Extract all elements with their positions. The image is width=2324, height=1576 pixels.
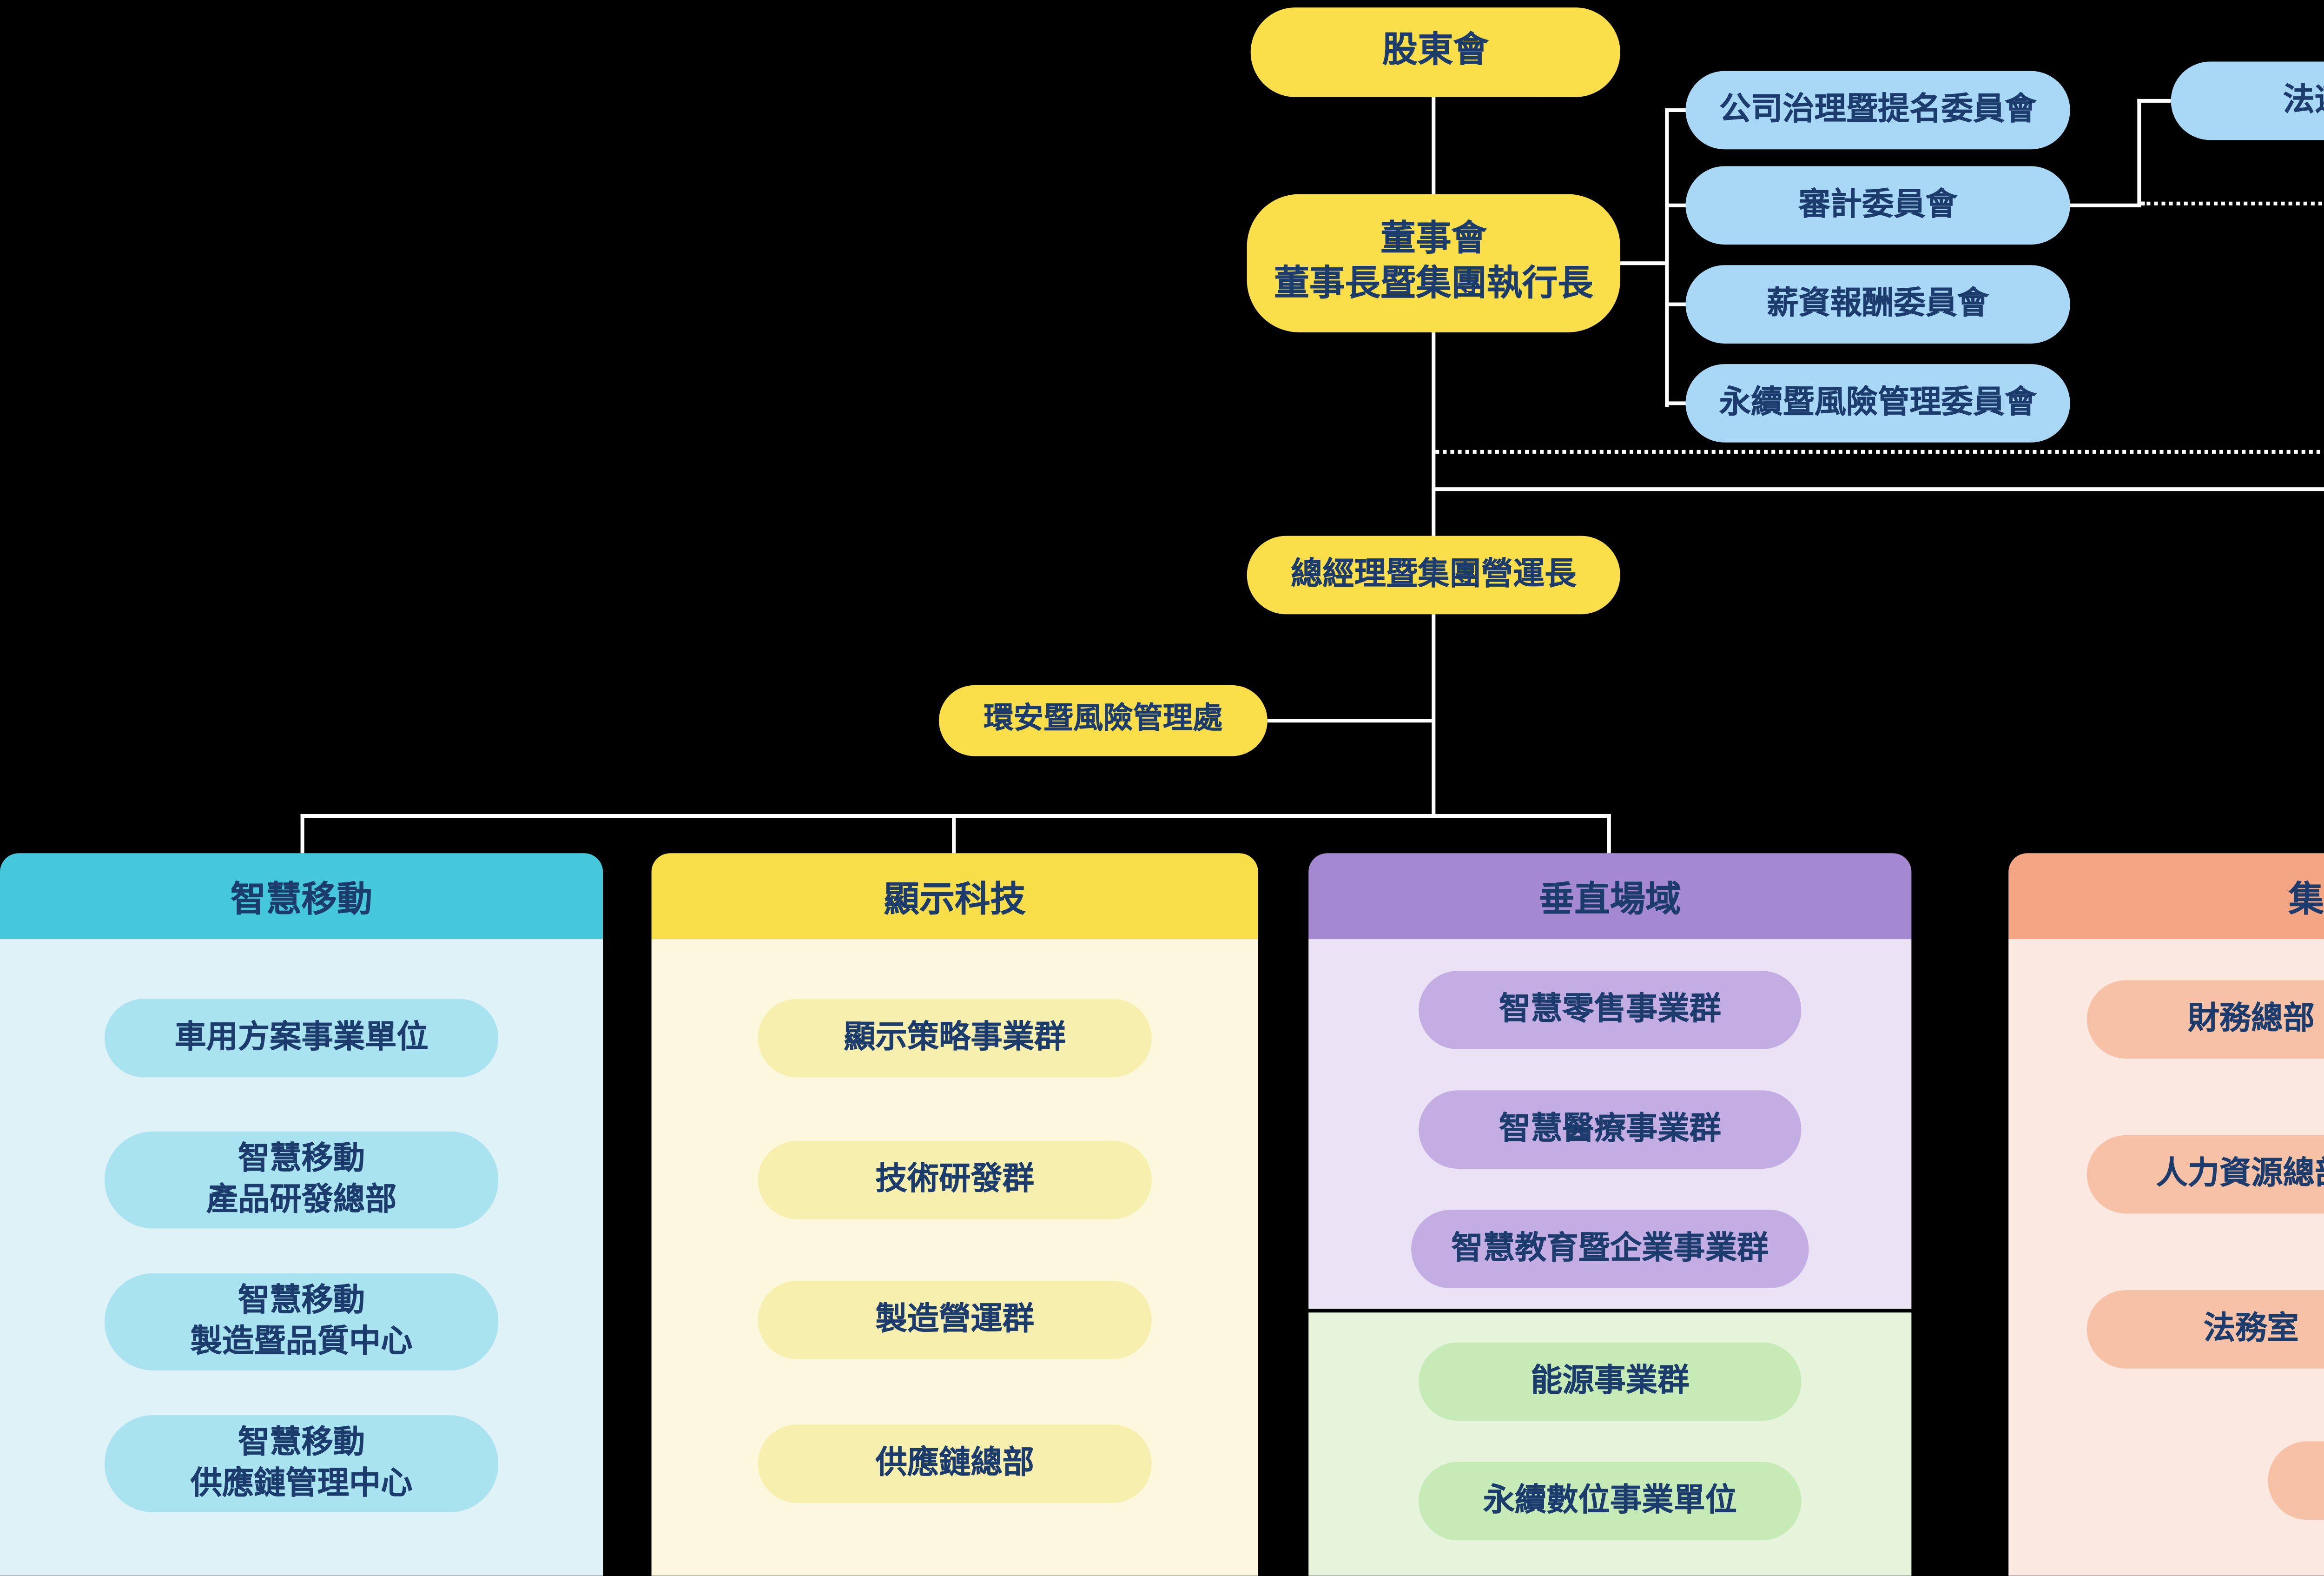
- unit-smart-retail-bg: 智慧零售事業群: [1419, 971, 1802, 1049]
- unit-tech-rnd-group: 技術研發群: [758, 1140, 1152, 1219]
- node-board-chairman: 董事會 董事長暨集團執行長: [1247, 194, 1620, 332]
- connector-committees-bracket: [1665, 108, 1669, 407]
- column-header-smart-mobility: 智慧移動: [0, 853, 603, 940]
- unit-smart-education-enterprise-bg: 智慧教育暨企業事業群: [1411, 1210, 1809, 1289]
- column-vertical-domains-green-section: 能源事業群 永續數位事業單位: [1308, 1312, 1912, 1576]
- node-ehs-risk-office: 環安暨風險管理處: [939, 685, 1268, 756]
- column-header-vertical-domains: 垂直場域: [1308, 853, 1912, 940]
- unit-legal-office: 法務室: [2086, 1290, 2324, 1369]
- connector-support-horizontal: [1432, 487, 2324, 491]
- unit-mobility-rnd-hq: 智慧移動 產品研發總部: [104, 1131, 499, 1229]
- connector-stub-committee-4: [1665, 401, 1688, 405]
- connector-stub-committee-3: [1665, 302, 1688, 306]
- connector-audit-compliance-h1: [2070, 203, 2141, 207]
- connector-ehs: [1267, 719, 1432, 723]
- node-chief-compliance-counsel: 法遵總顧問: [2171, 61, 2324, 140]
- connector-stub-committee-2: [1665, 203, 1688, 207]
- unit-display-strategy-bg: 顯示策略事業群: [758, 999, 1152, 1078]
- unit-mobility-supply-chain-center: 智慧移動 供應鏈管理中心: [104, 1415, 499, 1512]
- connector-drop-col1: [300, 814, 304, 854]
- connector-shareholders-board: [1432, 97, 1436, 194]
- unit-mobility-mfg-quality-center: 智慧移動 製造暨品質中心: [104, 1273, 499, 1371]
- connector-audit-compliance-h2: [2137, 99, 2171, 103]
- unit-hr-hq: 人力資源總部: [2086, 1135, 2324, 1214]
- committee-compensation: 薪資報酬委員會: [1685, 265, 2070, 344]
- connector-branch-horizontal: [300, 814, 1611, 818]
- dotted-compliance-to-trunk: [1435, 450, 2324, 454]
- connector-drop-col2: [952, 814, 956, 854]
- connector-stub-committee-1: [1665, 108, 1688, 112]
- unit-energy-bg: 能源事業群: [1419, 1342, 1802, 1421]
- column-header-display-technology: 顯示科技: [651, 853, 1258, 940]
- node-president-coo: 總經理暨集團營運長: [1247, 536, 1620, 615]
- column-header-group-support: 集團營運支援單位: [2008, 853, 2324, 940]
- unit-smart-medical-bg: 智慧醫療事業群: [1419, 1090, 1802, 1169]
- unit-sustainable-digital-bu: 永續數位事業單位: [1419, 1462, 1802, 1541]
- connector-coo-branch: [1432, 614, 1436, 816]
- connector-board-coo: [1432, 332, 1436, 536]
- dotted-auditcommittee-right: [2141, 201, 2324, 205]
- committee-audit: 審計委員會: [1685, 166, 2070, 245]
- committee-governance-nomination: 公司治理暨提名委員會: [1685, 71, 2070, 150]
- unit-finance-hq: 財務總部: [2086, 980, 2324, 1059]
- connector-audit-compliance-v: [2137, 99, 2141, 207]
- node-shareholders: 股東會: [1250, 7, 1620, 97]
- connector-board-committees: [1620, 261, 1667, 265]
- committee-sustainability-risk: 永續暨風險管理委員會: [1685, 364, 2070, 443]
- unit-manufacturing-ops-group: 製造營運群: [758, 1280, 1152, 1359]
- unit-supply-chain-hq: 供應鏈總部: [758, 1424, 1152, 1503]
- unit-automotive-solutions: 車用方案事業單位: [104, 999, 499, 1078]
- connector-drop-col3: [1607, 814, 1611, 854]
